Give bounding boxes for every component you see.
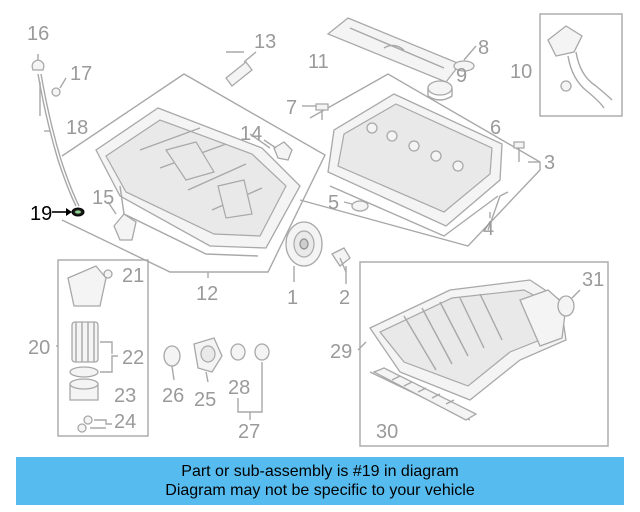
pcv-box — [539, 13, 623, 117]
callout-16: 16 — [27, 23, 49, 45]
callout-15: 15 — [92, 187, 114, 209]
seal-19 — [71, 207, 85, 217]
valve-cover-group — [299, 73, 541, 247]
callout-20: 20 — [28, 337, 50, 359]
banner-line-2: Diagram may not be specific to your vehi… — [165, 482, 475, 499]
callout-19: 19 — [30, 203, 52, 225]
leader-24 — [90, 419, 112, 429]
washer-5 — [351, 200, 369, 212]
callout-24: 24 — [114, 411, 136, 433]
callout-3: 3 — [544, 152, 555, 174]
leader-22 — [100, 341, 118, 373]
callout-10: 10 — [510, 61, 532, 83]
callout-21: 21 — [122, 265, 144, 287]
callout-9: 9 — [456, 65, 467, 87]
callout-13: 13 — [254, 31, 276, 53]
callout-19-highlighted: 19 — [30, 203, 72, 225]
oil-cap-9 — [427, 80, 453, 101]
intake-manifold-group — [359, 261, 609, 447]
bolt-6 — [513, 141, 525, 162]
callout-17: 17 — [70, 63, 92, 85]
drain-plug-15 — [107, 201, 137, 241]
callout-12: 12 — [196, 283, 218, 305]
callout-27: 27 — [238, 421, 260, 443]
callout-5: 5 — [328, 192, 339, 214]
adapter-25 — [193, 337, 223, 383]
callout-7: 7 — [286, 97, 297, 119]
callout-6: 6 — [490, 117, 501, 139]
callout-28: 28 — [228, 377, 250, 399]
callout-2: 2 — [339, 287, 350, 309]
bolt-2 — [331, 247, 351, 273]
callout-22: 22 — [122, 347, 144, 369]
gasket-30 — [372, 367, 478, 421]
o-ring-17 — [51, 77, 67, 97]
sensor-14 — [263, 139, 293, 161]
callout-4: 4 — [483, 218, 494, 240]
callout-labels: 1 2 3 4 5 6 7 8 9 10 11 12 13 14 15 16 1… — [27, 23, 604, 443]
info-banner: Part or sub-assembly is #19 in diagram D… — [16, 457, 624, 505]
callout-26: 26 — [162, 385, 184, 407]
o-ring-28 — [230, 343, 270, 420]
callout-8: 8 — [478, 37, 489, 59]
callout-31: 31 — [582, 269, 604, 291]
sealant-13 — [225, 51, 257, 87]
dipstick-assembly — [31, 54, 80, 207]
callout-23: 23 — [114, 385, 136, 407]
banner-line-1: Part or sub-assembly is #19 in diagram — [181, 463, 459, 480]
callout-30: 30 — [376, 421, 398, 443]
oil-filter-group — [57, 259, 149, 437]
callout-1: 1 — [287, 287, 298, 309]
seal-31 — [557, 289, 581, 317]
pulley-1 — [285, 221, 323, 267]
callout-29: 29 — [330, 341, 352, 363]
callout-25: 25 — [194, 389, 216, 411]
callout-11: 11 — [308, 51, 329, 73]
bolt-7 — [315, 103, 329, 120]
oil-pan-group — [61, 73, 326, 273]
gasket-26 — [163, 345, 181, 381]
callout-18: 18 — [66, 117, 88, 139]
leader-lines — [39, 45, 540, 351]
parts-diagram: 1 2 3 4 5 6 7 8 9 10 11 12 13 14 15 16 1… — [27, 13, 623, 447]
engine-cover-11 — [326, 17, 462, 83]
gasket-8 — [453, 60, 475, 72]
callout-14: 14 — [240, 123, 262, 145]
